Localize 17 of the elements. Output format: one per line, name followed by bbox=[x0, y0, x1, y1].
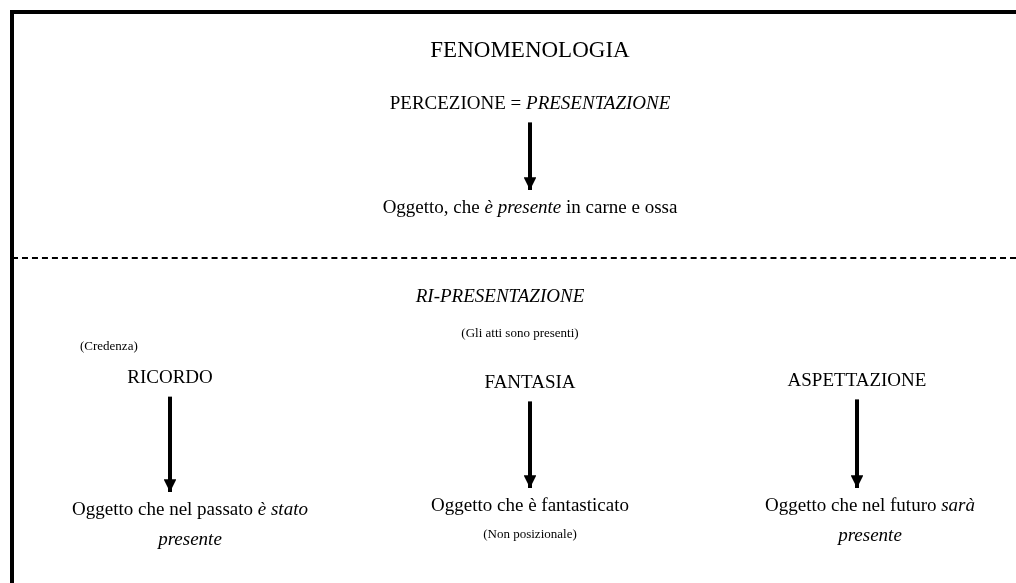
note: (Gli atti sono presenti) bbox=[460, 325, 580, 342]
node-text: PERCEZIONE = PRESENTAZIONE bbox=[388, 91, 672, 115]
node-text: Oggetto che nel passato è stato presente bbox=[71, 497, 309, 552]
arrow bbox=[523, 401, 537, 488]
node-text: FANTASIA bbox=[483, 370, 577, 394]
node-text: RICORDO bbox=[126, 365, 214, 390]
node-text: ASPETTAZIONE bbox=[786, 368, 928, 392]
node-text: Oggetto che è fantasticato bbox=[430, 493, 630, 517]
node-text: Oggetto che nel futuro sarà presente bbox=[764, 493, 976, 548]
arrow bbox=[523, 122, 537, 190]
side-note: (Credenza) bbox=[79, 338, 139, 355]
title: FENOMENOLOGIA bbox=[429, 36, 631, 64]
section-heading: RI-PRESENTAZIONE bbox=[414, 284, 586, 308]
node-text: Oggetto, che è presente in carne e ossa bbox=[381, 195, 679, 219]
side-note: (Non posizionale) bbox=[482, 526, 578, 543]
arrow bbox=[850, 399, 864, 488]
arrow bbox=[163, 396, 177, 492]
